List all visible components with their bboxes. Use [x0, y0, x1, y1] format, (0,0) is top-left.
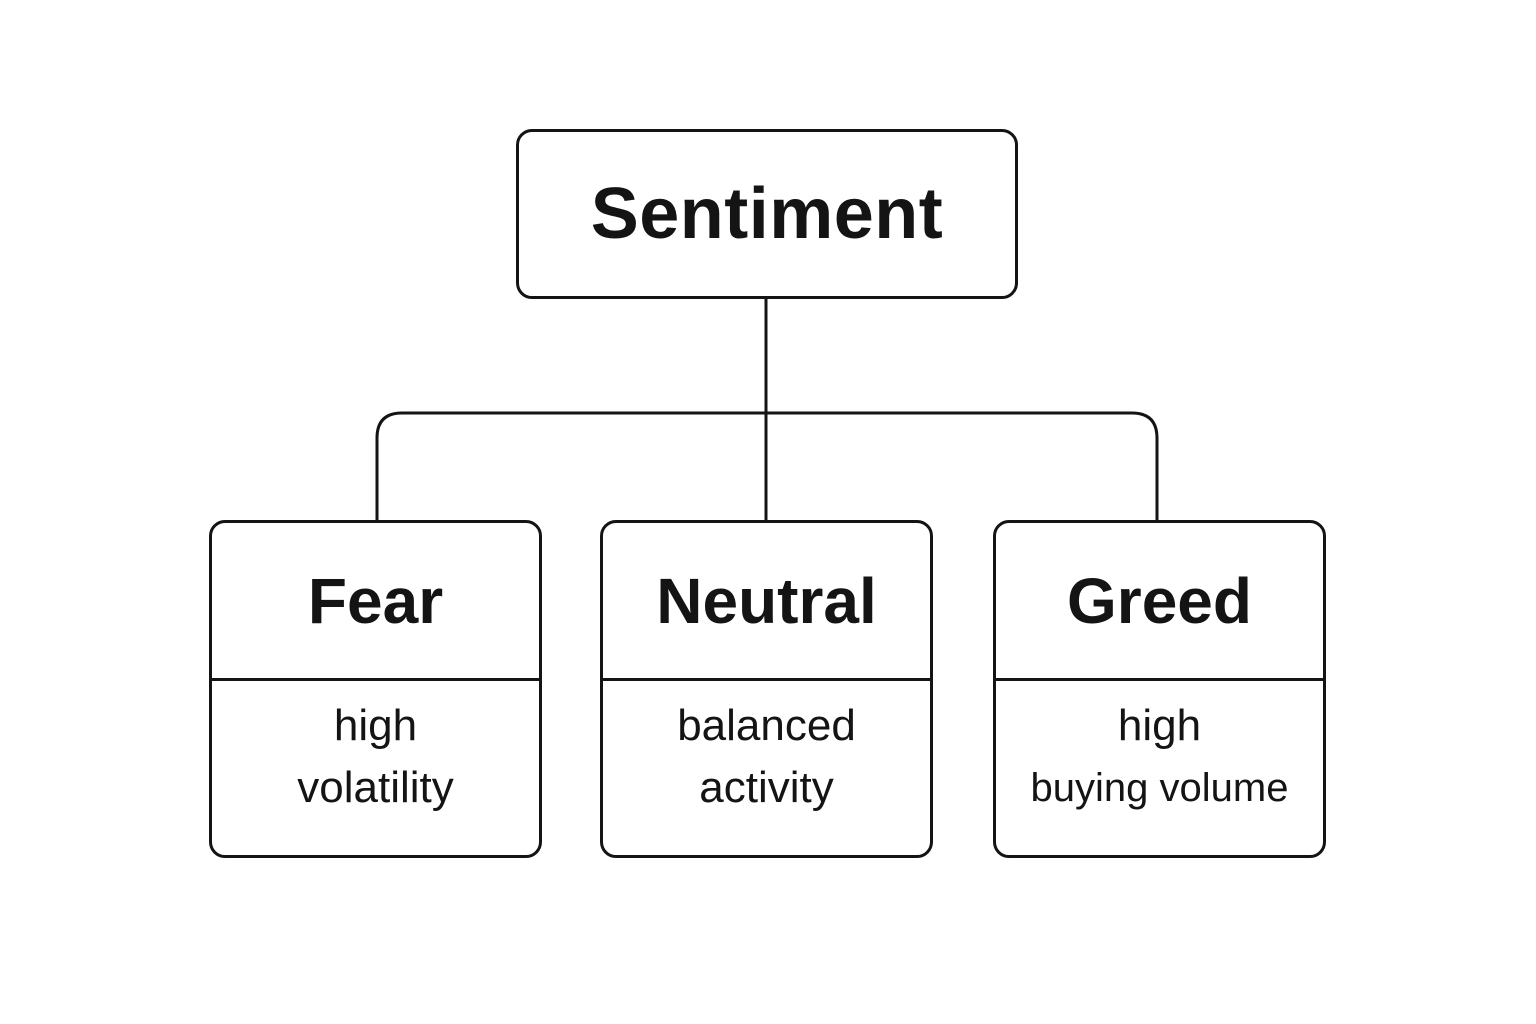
child-header-neutral: Neutral: [603, 523, 930, 681]
root-label: Sentiment: [590, 174, 944, 254]
child-header-greed: Greed: [996, 523, 1323, 681]
child-node-neutral: Neutral balanced activity: [600, 520, 933, 858]
child-title-fear: Fear: [307, 564, 444, 637]
child-desc-line: high: [333, 701, 418, 750]
child-desc-line: buying volume: [1030, 766, 1289, 810]
child-desc-line: volatility: [297, 763, 454, 812]
child-title-greed: Greed: [1067, 564, 1252, 637]
child-body-greed: high buying volume: [996, 681, 1323, 855]
child-desc-line: activity: [699, 763, 834, 812]
child-node-greed: Greed high buying volume: [993, 520, 1326, 858]
child-title-neutral: Neutral: [656, 564, 877, 637]
child-body-neutral: balanced activity: [603, 681, 930, 855]
child-desc-line: balanced: [677, 701, 856, 750]
child-desc-line: high: [1117, 701, 1202, 750]
root-node: Sentiment: [516, 129, 1018, 299]
child-node-fear: Fear high volatility: [209, 520, 542, 858]
child-header-fear: Fear: [212, 523, 539, 681]
child-body-fear: high volatility: [212, 681, 539, 855]
connector-horizontal-bus: [375, 411, 1159, 520]
